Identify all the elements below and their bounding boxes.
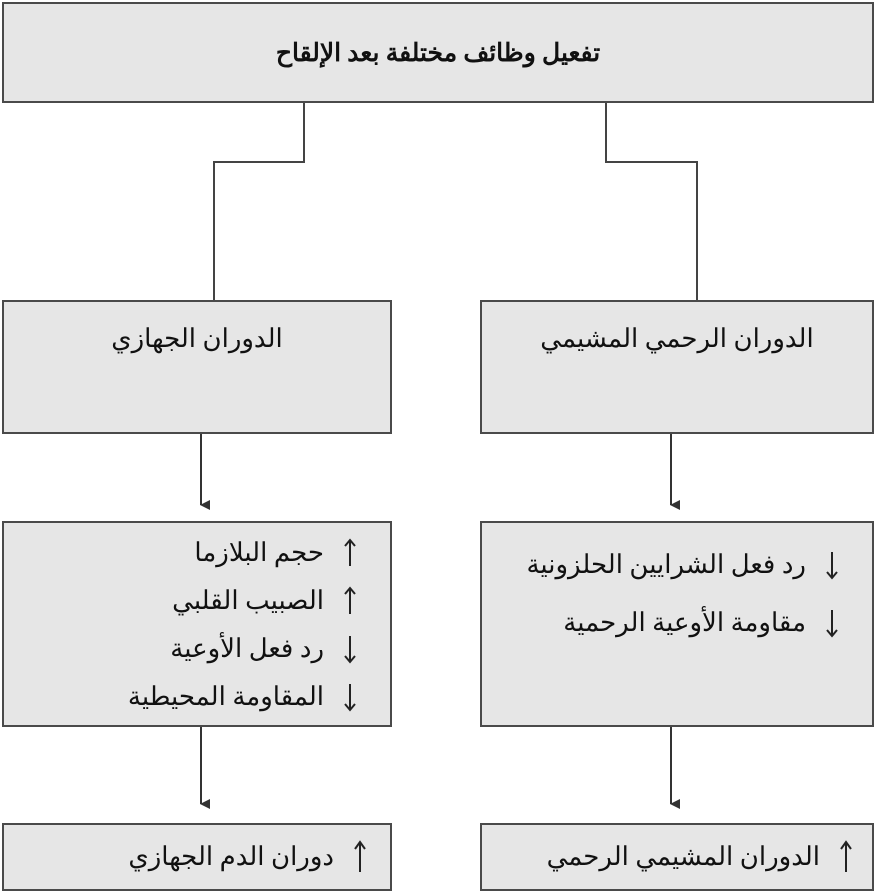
connector-title-to-uteroplacental (605, 103, 698, 300)
result-label: دوران الدم الجهازي (128, 842, 334, 871)
systemic-effects-box: حجم البلازما الصبيب القلبي رد فعل الأوعي… (2, 521, 392, 727)
up-arrow-icon (354, 840, 366, 872)
connector-title-to-systemic (213, 103, 305, 300)
list-item: رد فعل الأوعية (170, 633, 370, 665)
systemic-heading: الدوران الجهازي (111, 324, 283, 353)
list-item: الصبيب القلبي (172, 585, 370, 617)
up-arrow-icon (344, 586, 356, 614)
systemic-circulation-box: الدوران الجهازي (2, 300, 392, 434)
result-row: الدوران المشيمي الرحمي (547, 839, 866, 875)
effect-label: رد فعل الأوعية (170, 634, 324, 663)
uteroplacental-effects-box: رد فعل الشرايين الحلزونية مقاومة الأوعية… (480, 521, 874, 727)
uteroplacental-result-box: الدوران المشيمي الرحمي (480, 823, 874, 891)
down-arrow-icon (826, 552, 838, 580)
list-item: المقاومة المحيطية (128, 681, 370, 713)
effect-label: الصبيب القلبي (172, 586, 324, 615)
effect-label: حجم البلازما (194, 538, 324, 567)
down-arrow-icon (826, 610, 838, 638)
up-arrow-icon (344, 538, 356, 566)
list-item: مقاومة الأوعية الرحمية (563, 607, 852, 639)
result-row: دوران الدم الجهازي (128, 839, 380, 875)
list-item: حجم البلازما (194, 537, 370, 569)
down-arrow-icon (344, 636, 356, 664)
uteroplacental-circulation-box: الدوران الرحمي المشيمي (480, 300, 874, 434)
uteroplacental-heading: الدوران الرحمي المشيمي (540, 324, 814, 353)
effect-label: مقاومة الأوعية الرحمية (563, 608, 806, 637)
up-arrow-icon (840, 840, 852, 872)
title-box: تفعيل وظائف مختلفة بعد الإلقاح (2, 2, 874, 103)
systemic-result-box: دوران الدم الجهازي (2, 823, 392, 891)
result-label: الدوران المشيمي الرحمي (546, 842, 820, 871)
down-arrow-icon (344, 684, 356, 712)
list-item: رد فعل الشرايين الحلزونية (526, 549, 852, 581)
effect-label: رد فعل الشرايين الحلزونية (526, 550, 806, 579)
effect-label: المقاومة المحيطية (127, 682, 324, 711)
diagram-title: تفعيل وظائف مختلفة بعد الإلقاح (275, 39, 601, 67)
